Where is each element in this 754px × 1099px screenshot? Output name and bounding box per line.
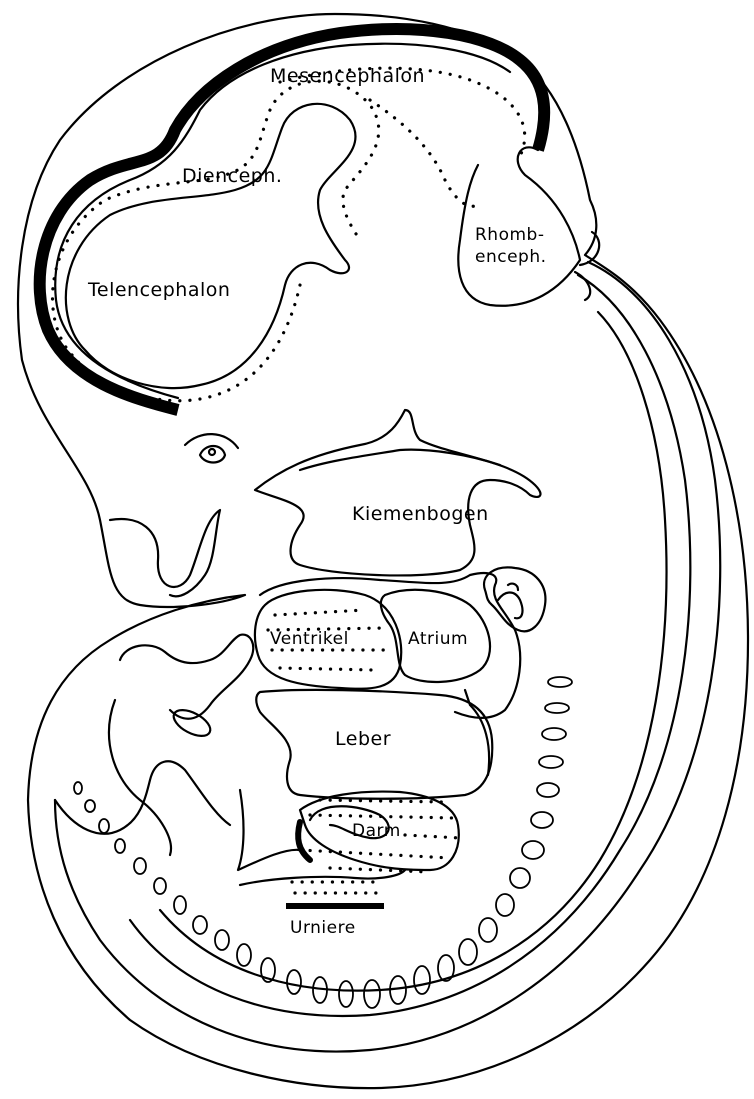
label-darm: Darm [352,821,401,841]
embryo-outer-outline [18,14,748,1088]
somite [134,858,146,874]
label-dienceph: Dienceph. [182,165,282,187]
limb-bud-outline [120,635,253,719]
eye-lens [209,449,215,455]
darm-thick-band [298,822,310,860]
somite [545,703,569,713]
label-ventrikel: Ventrikel [270,629,349,649]
somite [193,916,207,934]
somite [539,756,563,768]
somite [85,800,95,812]
vessel-cluster-inner [498,584,522,619]
somite [115,839,125,853]
brain-ventricle-outline [66,104,356,388]
label-rhomb-1: Rhomb- [475,225,544,245]
somite [522,841,544,859]
mesencephalon-dots [280,68,525,206]
stomodeum-outline [110,510,220,596]
label-atrium: Atrium [408,629,468,649]
somite [74,782,82,794]
somite [215,930,229,950]
somite [510,868,530,888]
brain-ventricle-dots [53,81,379,401]
label-telencephalon: Telencephalon [87,279,230,301]
somite-row-line [160,312,666,991]
label-rhomb-2: enceph. [475,247,547,267]
vessel-cluster-outline [484,567,545,631]
label-urniere: Urniere [290,918,356,938]
somite [542,728,566,740]
somite [414,966,430,994]
urniere-dots [292,882,380,893]
somite [531,812,553,828]
somite [459,939,477,965]
somite [479,918,497,942]
brain-inner-wall [55,44,510,398]
abdomen-outline [55,761,300,870]
label-kiemenbogen: Kiemenbogen [352,503,489,525]
somite [339,981,353,1007]
neural-tube-line-outer [55,262,720,1052]
kiemenbogen-outline [255,410,540,575]
label-leber: Leber [335,728,391,750]
somite [496,894,514,916]
urniere-thick-bar [286,903,384,909]
somite [287,970,301,994]
somite [99,819,109,833]
somite [364,980,380,1008]
somite [154,878,166,894]
limb-bud-ring [170,705,215,741]
somite [237,944,251,966]
label-mesencephalon: Mesencephalon [270,65,425,87]
somite [438,955,454,981]
leber-side-line [465,690,489,775]
somite [548,677,572,687]
somite [174,896,186,914]
somite [537,783,559,797]
